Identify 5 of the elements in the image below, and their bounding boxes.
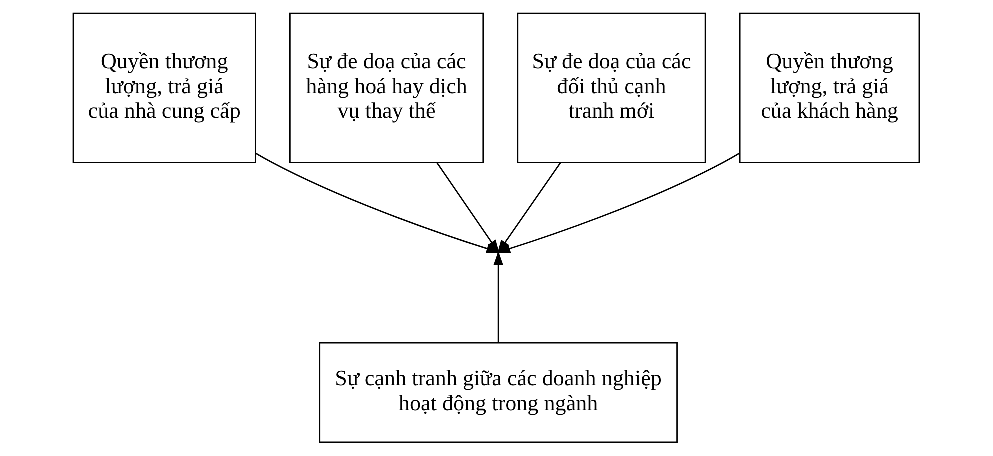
node-box: Sự đe doạ của các hàng hoá hay dịch vụ thay thế: [290, 12, 484, 164]
node-box: Quyền thương lượng, trả giá của khách hàng: [739, 12, 920, 164]
node-box: Quyền thương lượng, trả giá của nhà cung cấp: [72, 12, 256, 164]
node-box: Sự cạnh tranh giữa các doanh nghiệp hoạt động trong ngành: [319, 342, 678, 444]
node-box: Sự đe doạ của các đối thủ cạnh tranh mới: [517, 12, 706, 164]
